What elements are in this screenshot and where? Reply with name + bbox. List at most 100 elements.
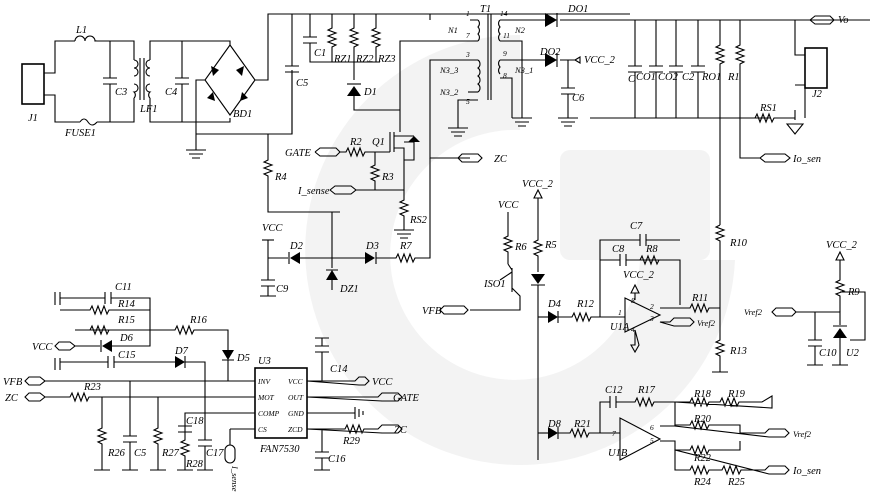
svg-text:2: 2	[650, 302, 654, 311]
label-r6: R6	[514, 242, 527, 253]
diode-d8	[548, 427, 558, 439]
svg-text:CO1: CO1	[636, 72, 656, 83]
label-fuse1: FUSE1	[64, 128, 96, 139]
label-c15: C15	[118, 350, 136, 361]
connector-j1	[21, 63, 45, 105]
resistor-rz3	[370, 14, 382, 62]
label-r11: R11	[691, 293, 708, 304]
label-r29: R29	[342, 436, 361, 447]
label-r2: R2	[349, 137, 362, 148]
label-r23: R23	[83, 382, 101, 393]
label-lf1: LF1	[139, 104, 158, 115]
label-rz2: RZ2	[355, 54, 374, 65]
label-n3-2: N3_2	[439, 87, 459, 97]
svg-text:5: 5	[650, 436, 654, 445]
optocoupler-led	[531, 274, 545, 284]
opamp-u1b	[619, 417, 662, 461]
label-c14: C14	[330, 364, 348, 375]
label-do1: DO1	[567, 4, 588, 15]
net-gate-label-u3: GATE	[393, 393, 419, 404]
label-do2: DO2	[539, 47, 561, 58]
label-r8: R8	[645, 244, 658, 255]
label-r21: R21	[573, 419, 591, 430]
label-c3: C3	[115, 87, 127, 98]
net-zc-label-top: ZC	[494, 154, 508, 165]
diode-d1	[347, 86, 361, 96]
svg-text:11: 11	[503, 31, 510, 40]
bridge-rectifier-bd1	[204, 44, 256, 116]
label-u1b: U1B	[608, 448, 628, 459]
label-r5: R5	[544, 240, 557, 251]
svg-text:CS: CS	[258, 425, 267, 434]
svg-text:RO1: RO1	[701, 72, 721, 83]
label-r16: R16	[189, 315, 208, 326]
label-rs2: RS2	[409, 215, 428, 226]
net-vcc-label-iso: VCC	[498, 200, 519, 211]
label-u3: U3	[258, 356, 271, 367]
label-c18: C18	[186, 416, 204, 427]
common-mode-choke-lf1	[110, 40, 152, 123]
ic-u3-fan7530	[254, 367, 308, 439]
label-d5: D5	[236, 353, 250, 364]
resistor-rz1	[326, 14, 338, 62]
svg-text:R1: R1	[727, 72, 740, 83]
label-n2: N2	[514, 25, 526, 35]
label-rz3: RZ3	[377, 54, 396, 65]
shunt-reference-u2	[833, 328, 847, 338]
label-r10: R10	[729, 238, 748, 249]
label-r24: R24	[693, 477, 712, 488]
label-r3: R3	[381, 172, 394, 183]
label-c5: C5	[296, 78, 308, 89]
label-r7: R7	[399, 241, 412, 252]
label-rz1: RZ1	[333, 54, 352, 65]
label-c6: C6	[572, 93, 585, 104]
net-vo-label: Vo	[838, 15, 849, 26]
net-io-sen-label: Io_sen	[792, 154, 821, 165]
label-c4: C4	[165, 87, 178, 98]
label-r20: R20	[693, 414, 712, 425]
label-j2: J2	[812, 89, 823, 100]
diode-d5	[222, 350, 234, 360]
net-gate-label: GATE	[285, 148, 311, 159]
diode-d7	[175, 356, 185, 368]
label-u1a: U1A	[610, 322, 630, 333]
label-t1: T1	[480, 4, 491, 15]
label-r27: R27	[161, 448, 180, 459]
label-c7: C7	[630, 221, 643, 232]
label-r28: R28	[185, 459, 204, 470]
label-c1: C1	[314, 48, 326, 59]
svg-text:1: 1	[618, 308, 622, 317]
label-d2: D2	[289, 241, 304, 252]
net-i-sense-label-u3: I_sense	[230, 465, 240, 492]
net-i-sense-label: I_sense	[297, 186, 330, 197]
ground-symbol	[186, 149, 206, 159]
label-r13: R13	[729, 346, 747, 357]
svg-text:CO2: CO2	[658, 72, 679, 83]
label-r18: R18	[693, 389, 712, 400]
svg-text:4: 4	[631, 325, 635, 334]
label-d3: D3	[365, 241, 379, 252]
net-vcc-label-u3: VCC	[372, 377, 393, 388]
label-c9: C9	[276, 284, 289, 295]
output-capacitor-bank: C CO1 CO2 C2 RO1 R1	[590, 20, 770, 119]
label-n3-1: N3_1	[514, 65, 533, 75]
opamp-u1a	[624, 297, 662, 333]
svg-text:7: 7	[612, 429, 616, 438]
label-r15: R15	[117, 315, 135, 326]
net-vo-port	[800, 15, 835, 25]
svg-text:MOT: MOT	[257, 393, 275, 402]
svg-text:8: 8	[631, 296, 635, 305]
resistor-rz2	[348, 14, 360, 62]
svg-text:C: C	[628, 74, 636, 85]
diode-d4	[548, 311, 558, 323]
label-d7: D7	[174, 346, 189, 357]
svg-text:7: 7	[466, 31, 470, 40]
diode-do2	[545, 53, 557, 67]
net-io-sen-label-u1b: Io_sen	[792, 466, 821, 477]
label-c10: C10	[819, 348, 837, 359]
svg-text:C2: C2	[682, 72, 695, 83]
net-vcc2-label: VCC_2	[584, 55, 616, 66]
svg-text:GND: GND	[288, 409, 304, 418]
net-zc-label-u3: ZC	[394, 425, 408, 436]
